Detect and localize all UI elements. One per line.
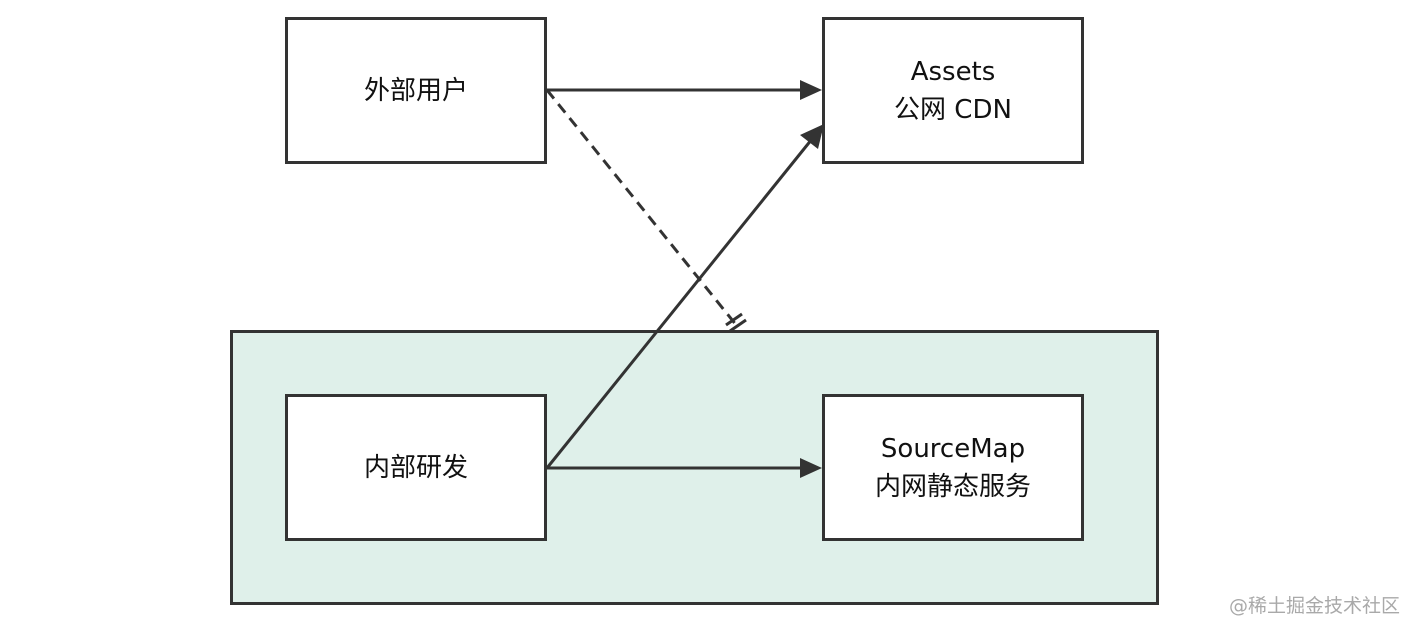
internal-dev-node: 内部研发 [285, 394, 547, 541]
external-user-node: 外部用户 [285, 17, 547, 164]
sourcemap-node: SourceMap 内网静态服务 [822, 394, 1084, 541]
external-user-label: 外部用户 [363, 75, 468, 106]
edge-external-blocked [545, 89, 739, 327]
internal-dev-label: 内部研发 [363, 452, 468, 483]
sourcemap-title: SourceMap [880, 433, 1026, 464]
assets-subtitle: 公网 CDN [894, 94, 1012, 125]
assets-title: Assets [910, 56, 996, 87]
assets-cdn-node: Assets 公网 CDN [822, 17, 1084, 164]
sourcemap-subtitle: 内网静态服务 [874, 471, 1031, 502]
watermark: @稀土掘金技术社区 [1228, 595, 1400, 617]
arrowhead-internal-to-assets [800, 124, 824, 149]
arrowhead-external-to-assets [800, 80, 822, 100]
blocked-marker [725, 312, 747, 333]
